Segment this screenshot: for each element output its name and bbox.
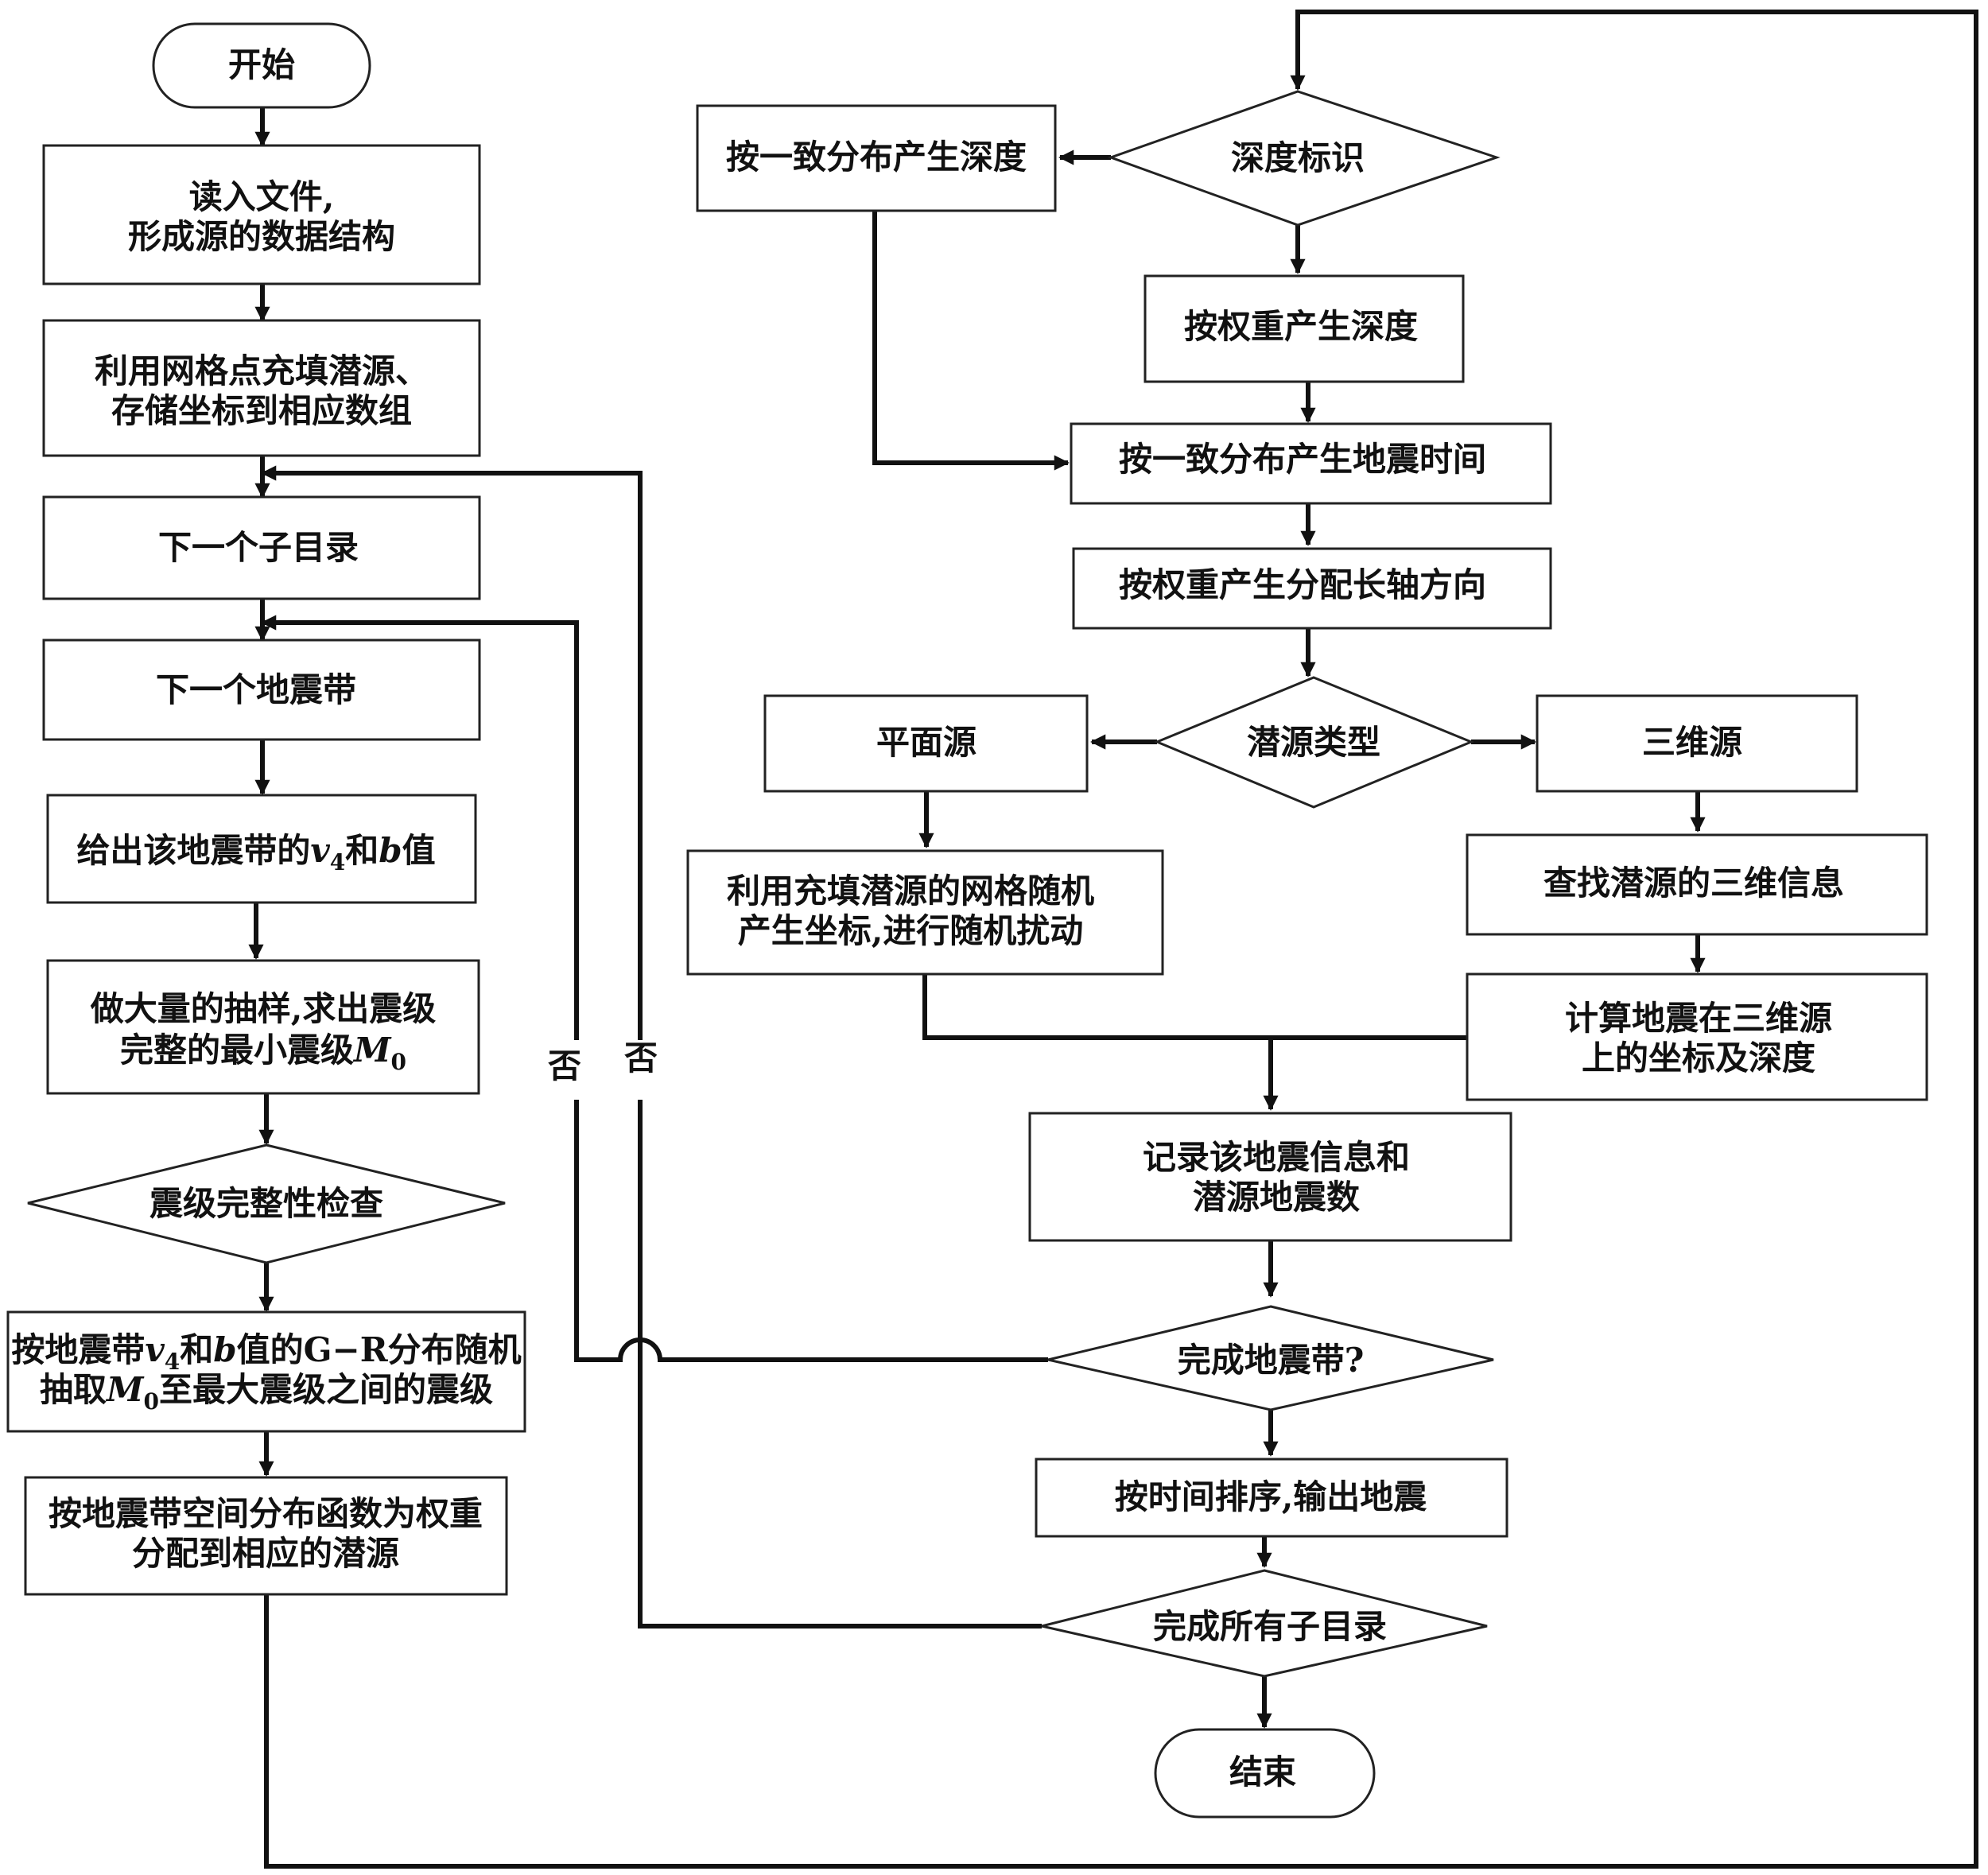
all-subdirs-done-diamond: 完成所有子目录 (1041, 1569, 1488, 1678)
next-subdir-label: 下一个子目录 (158, 528, 359, 567)
line-zone-done-no-lower (574, 1100, 1048, 1362)
assign-box: 按地震带空间分布函数为权重 分配到相应的潜源 (24, 1476, 508, 1596)
find-3d-info-box: 查找潜源的三维信息 (1466, 833, 1928, 936)
find-3d-info-label: 查找潜源的三维信息 (1543, 864, 1844, 903)
record-line1: 记录该地震信息和 (1143, 1138, 1410, 1177)
uniform-time-box: 按一致分布产生地震时间 (1070, 422, 1552, 505)
sampling-line2: 完整的最小震级M0 (120, 1031, 406, 1075)
random-coord-line1: 利用充填潜源的网格随机 (727, 872, 1094, 910)
assign-line2: 分配到相应的潜源 (132, 1534, 399, 1573)
fill-grid-line2: 存储坐标到相应数组 (111, 391, 412, 430)
depth-flag-diamond: 深度标识 (1107, 90, 1501, 227)
fill-grid-box: 利用网格点充填潜源、 存储坐标到相应数组 (42, 319, 481, 457)
assign-line1: 按地震带空间分布函数为权重 (49, 1494, 483, 1533)
start-label: 开始 (228, 45, 295, 84)
gr-sampling-line1: 按地震带v4和b值的G−R分布随机 (11, 1330, 521, 1375)
planar-source-label: 平面源 (876, 723, 977, 762)
completeness-check-label: 震级完整性检查 (149, 1184, 383, 1223)
weighted-depth-box: 按权重产生深度 (1143, 274, 1465, 383)
record-box: 记录该地震信息和 潜源地震数 (1028, 1112, 1512, 1242)
three-d-source-label: 三维源 (1642, 723, 1742, 762)
planar-source-box: 平面源 (763, 694, 1089, 793)
depth-flag-label: 深度标识 (1231, 138, 1365, 177)
arrow-uniform-depth-to-time (872, 211, 1070, 471)
end-node: 结束 (1154, 1728, 1376, 1819)
source-type-diamond: 潜源类型 (1154, 676, 1474, 809)
zone-done-label: 完成地震带? (1178, 1341, 1365, 1380)
compute-3d-line1: 计算地震在三维源 (1565, 999, 1832, 1038)
read-file-line1: 读入文件, (189, 177, 335, 216)
read-file-box: 读入文件, 形成源的数据结构 (42, 144, 481, 285)
three-d-source-box: 三维源 (1536, 694, 1858, 793)
arrow-zone-done-no-to-next-zone (261, 615, 579, 1040)
weighted-axis-box: 按权重产生分配长轴方向 (1072, 547, 1552, 630)
line-all-done-no-lower (638, 1100, 1042, 1628)
gr-sampling-line2: 抽取M0至最大震级之间的震级 (40, 1370, 493, 1415)
fill-grid-line1: 利用网格点充填潜源、 (95, 351, 429, 390)
sort-output-label: 按时间排序,输出地震 (1115, 1477, 1428, 1516)
random-coord-box: 利用充填潜源的网格随机 产生坐标,进行随机扰动 (686, 849, 1164, 976)
sampling-line1: 做大量的抽样,求出震级 (90, 989, 437, 1028)
gr-sampling-box: 按地震带v4和b值的G−R分布随机 抽取M0至最大震级之间的震级 (6, 1310, 526, 1433)
zone-done-diamond: 完成地震带? (1047, 1305, 1494, 1411)
weighted-depth-label: 按权重产生深度 (1184, 307, 1418, 346)
compute-3d-box: 计算地震在三维源 上的坐标及深度 (1466, 972, 1928, 1101)
uniform-depth-box: 按一致分布产生深度 (696, 104, 1057, 212)
next-zone-box: 下一个地震带 (42, 639, 481, 741)
read-file-line2: 形成源的数据结构 (128, 217, 395, 256)
no-label-subdir: 否 (624, 1038, 658, 1077)
line-random-coord-merge (922, 974, 1467, 1040)
next-subdir-box: 下一个子目录 (42, 495, 481, 600)
weighted-axis-label: 按权重产生分配长轴方向 (1119, 565, 1486, 604)
compute-3d-line2: 上的坐标及深度 (1582, 1038, 1815, 1077)
end-label: 结束 (1229, 1753, 1296, 1792)
no-label-zone: 否 (548, 1046, 581, 1085)
uniform-depth-label: 按一致分布产生深度 (726, 138, 1027, 177)
completeness-check-diamond: 震级完整性检查 (27, 1143, 506, 1264)
v4b-label: 给出该地震带的v4和b值 (76, 831, 435, 875)
record-line2: 潜源地震数 (1193, 1178, 1360, 1217)
v4b-box: 给出该地震带的v4和b值 (46, 794, 477, 904)
connectors (248, 10, 1978, 1869)
next-zone-label: 下一个地震带 (156, 670, 356, 709)
sort-output-box: 按时间排序,输出地震 (1035, 1458, 1508, 1538)
random-coord-line2: 产生坐标,进行随机扰动 (738, 911, 1084, 950)
arrow-all-done-no-to-next-subdir (261, 465, 643, 1040)
uniform-time-label: 按一致分布产生地震时间 (1119, 440, 1486, 479)
source-type-label: 潜源类型 (1247, 723, 1380, 762)
all-subdirs-done-label: 完成所有子目录 (1153, 1607, 1387, 1646)
start-node: 开始 (152, 22, 371, 109)
arrow-assign-loop-to-depth-flag (264, 10, 1978, 1869)
sampling-box: 做大量的抽样,求出震级 完整的最小震级M0 (46, 959, 480, 1095)
